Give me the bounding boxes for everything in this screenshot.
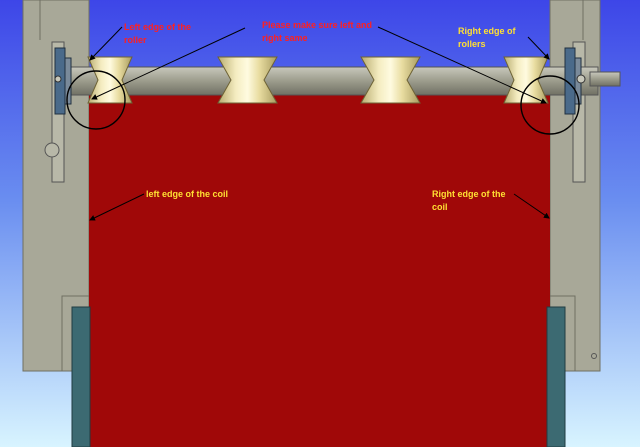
label-right-coil-edge: Right edge of the coil	[432, 189, 506, 212]
roller-2	[217, 56, 278, 104]
label-instruction: Please make sure left and right same	[262, 20, 373, 43]
label-left-roller-edge: Left edge of the roller	[124, 22, 191, 45]
roller-3	[360, 56, 421, 104]
frame-bolt	[591, 353, 597, 359]
arrow-instruction-right	[377, 26, 547, 104]
right-bottom-guide	[546, 306, 566, 447]
arrow-instruction-left	[91, 27, 246, 100]
label-left-coil-edge: left edge of the coil	[146, 189, 229, 199]
right-end-bolt	[576, 74, 586, 84]
left-bottom-guide	[71, 306, 91, 447]
shaft-end	[589, 71, 621, 87]
coil	[89, 72, 550, 447]
arrow-right-coil-edge	[513, 193, 550, 219]
label-right-roller-edge: Right edge of rollers	[458, 26, 516, 49]
left-end-bolt	[54, 75, 62, 83]
roller-1	[87, 56, 133, 104]
right-highlight-circle	[520, 75, 580, 135]
roller-shaft	[57, 66, 599, 96]
arrow-left-roller-edge	[89, 26, 123, 61]
arrow-left-coil-edge	[89, 193, 145, 221]
left-base-step	[61, 295, 92, 371]
right-base-step	[548, 295, 576, 371]
left-highlight-circle	[66, 70, 126, 130]
arrow-right-roller-edge	[527, 36, 550, 60]
left-side-knob	[44, 142, 60, 158]
left-end-plate-inner	[64, 57, 72, 105]
